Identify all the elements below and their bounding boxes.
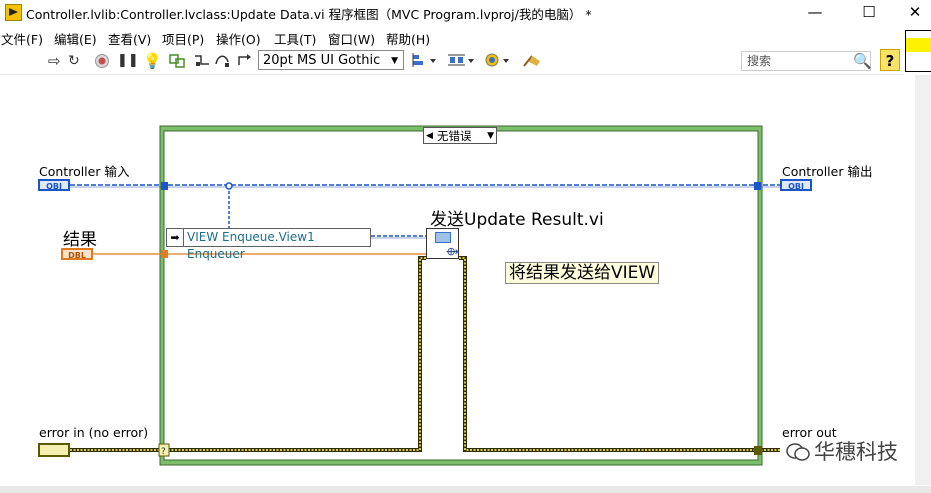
toolbar: ⇨ ↻ ❚❚ 💡 bbox=[0, 48, 903, 75]
watermark-text: 华穗科技 bbox=[814, 440, 898, 464]
context-help-button[interactable]: ? bbox=[880, 49, 900, 71]
controller-in-label: Controller 输入 bbox=[39, 164, 130, 179]
obj-tag: OBJ bbox=[46, 182, 62, 191]
reorder-icon[interactable] bbox=[484, 52, 512, 70]
connector-pane-terminal bbox=[906, 38, 931, 52]
step-into-icon[interactable] bbox=[193, 52, 211, 70]
labview-app-icon bbox=[5, 4, 22, 21]
horizontal-scrollbar[interactable] bbox=[0, 486, 931, 493]
window-title: Controller.lvlib:Controller.lvclass:Upda… bbox=[26, 7, 592, 22]
result-label: 结果 bbox=[63, 230, 97, 250]
property-node-reference-icon: ➡ bbox=[167, 229, 184, 246]
search-input[interactable]: 搜索 🔍 bbox=[741, 51, 872, 71]
property-node[interactable]: ➡ VIEW Enqueue.View1 Enqueuer bbox=[166, 228, 371, 261]
menu-operate[interactable]: 操作(O) bbox=[216, 32, 261, 47]
send-arrow-icon: ⟴ bbox=[446, 245, 459, 258]
close-button[interactable]: ✕ bbox=[908, 3, 922, 21]
text-settings-dropdown[interactable]: 20pt MS UI Gothic ▼ bbox=[258, 50, 404, 70]
case-decrement-icon[interactable]: ◀ bbox=[426, 131, 433, 141]
case-increment-icon[interactable]: ▼ bbox=[487, 131, 494, 141]
text-settings-value: 20pt MS UI Gothic bbox=[263, 53, 381, 68]
step-over-icon[interactable] bbox=[214, 52, 232, 70]
chevron-down-icon: ▼ bbox=[391, 56, 398, 66]
menu-view[interactable]: 查看(V) bbox=[108, 32, 152, 47]
maximize-button[interactable]: ☐ bbox=[862, 3, 876, 21]
error-in-terminal[interactable] bbox=[38, 443, 70, 457]
minimize-button[interactable]: — bbox=[807, 3, 823, 21]
step-out-icon[interactable] bbox=[236, 52, 254, 70]
menu-tools[interactable]: 工具(T) bbox=[274, 32, 317, 47]
error-out-label: error out bbox=[782, 425, 837, 440]
search-icon[interactable]: 🔍 bbox=[853, 52, 872, 70]
case-selector[interactable]: ◀ 无错误 ▼ bbox=[423, 127, 497, 144]
connector-pane[interactable] bbox=[905, 30, 931, 72]
menu-bar: 文件(F) 编辑(E) 查看(V) 项目(P) 操作(O) 工具(T) 窗口(W… bbox=[0, 26, 900, 47]
pause-icon[interactable]: ❚❚ bbox=[117, 53, 139, 68]
dbl-tag: DBL bbox=[68, 251, 86, 260]
run-continuously-icon[interactable]: ↻ bbox=[68, 53, 80, 69]
subvi-label: 发送Update Result.vi bbox=[430, 210, 604, 230]
search-placeholder: 搜索 bbox=[747, 54, 772, 68]
property-node-label: VIEW Enqueue.View1 Enqueuer bbox=[187, 230, 315, 261]
case-selector-value: 无错误 bbox=[437, 129, 472, 143]
menu-edit[interactable]: 编辑(E) bbox=[54, 32, 97, 47]
abort-icon[interactable] bbox=[94, 52, 110, 70]
title-bar: Controller.lvlib:Controller.lvclass:Upda… bbox=[0, 0, 931, 24]
comment-label[interactable]: 将结果发送给VIEW bbox=[505, 262, 660, 284]
menu-file[interactable]: 文件(F) bbox=[1, 32, 43, 47]
controller-in-terminal[interactable]: OBJ bbox=[38, 179, 70, 191]
vertical-scrollbar[interactable] bbox=[915, 75, 931, 485]
send-update-result-subvi[interactable]: ⟴ bbox=[426, 228, 459, 259]
menu-help[interactable]: 帮助(H) bbox=[386, 32, 431, 47]
highlight-execution-icon[interactable]: 💡 bbox=[143, 52, 162, 70]
run-arrow-icon[interactable]: ⇨ bbox=[48, 52, 61, 70]
controller-out-label: Controller 输出 bbox=[782, 164, 873, 179]
error-in-label: error in (no error) bbox=[39, 425, 149, 440]
clean-up-diagram-icon[interactable] bbox=[520, 52, 544, 70]
envelope-icon bbox=[435, 232, 451, 243]
distribute-objects-icon[interactable] bbox=[447, 52, 475, 70]
watermark: 华穗科技 bbox=[786, 436, 898, 466]
align-objects-icon[interactable] bbox=[411, 52, 437, 70]
menu-project[interactable]: 项目(P) bbox=[162, 32, 205, 47]
retain-wire-values-icon[interactable] bbox=[168, 52, 186, 70]
obj-tag: OBJ bbox=[788, 182, 804, 191]
controller-out-terminal[interactable]: OBJ bbox=[780, 179, 812, 191]
menu-window[interactable]: 窗口(W) bbox=[328, 32, 376, 47]
wechat-icon bbox=[786, 442, 810, 462]
result-dbl-terminal[interactable]: DBL bbox=[61, 248, 93, 260]
